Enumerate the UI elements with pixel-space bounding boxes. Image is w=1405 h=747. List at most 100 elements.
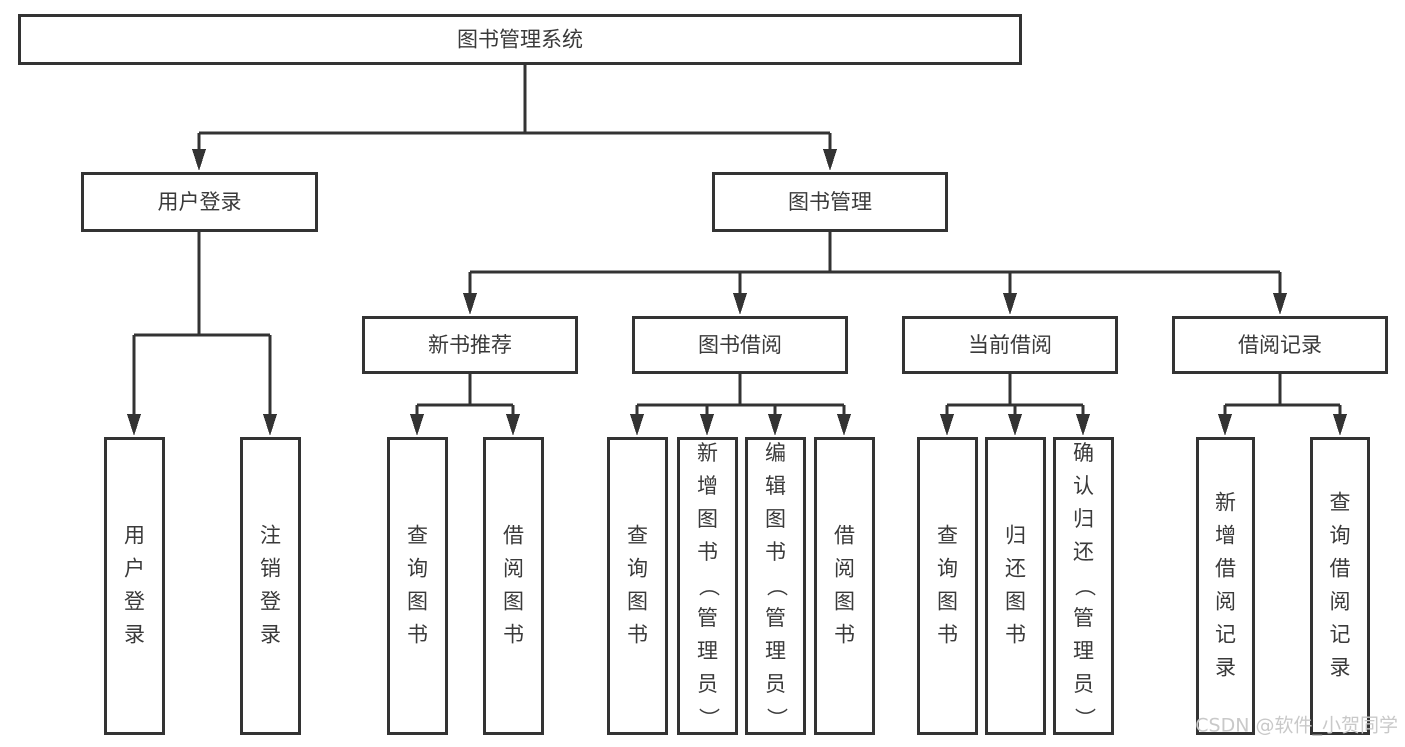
node-box [712,172,948,232]
node-label-char: 辑 [765,474,786,498]
node-box [917,437,978,735]
node-label-char: 阅 [834,557,855,581]
node-label-char: 归 [1073,507,1094,531]
arrow-head-icon [940,414,954,436]
arrow-head-icon [1273,293,1287,315]
node-label-char: 书 [627,623,648,647]
node-label-char: 注 [260,524,281,548]
node-label: 图书借阅 [698,333,782,357]
node-label-char: 阅 [1215,590,1236,614]
node-label-char: 询 [1330,524,1351,548]
node-label: 用户登录 [158,190,242,214]
node-box [81,172,318,232]
node-label-char: 用 [124,524,145,548]
node-box [607,437,668,735]
node-label-char: 销 [260,557,281,581]
arrow-head-icon [1076,414,1090,436]
node-box [18,14,1022,65]
arrow-head-icon [192,149,206,171]
node-label-char: 登 [124,590,145,614]
node-book-borrow[interactable]: 图书借阅 [632,316,848,374]
node-label-char: 管 [765,606,786,630]
node-box [104,437,165,735]
node-label-char: 管 [1073,606,1094,630]
connector-new-book-recommend-to-leaves [410,374,520,436]
node-user-login[interactable]: 用户登录 [81,172,318,232]
node-label-char: 归 [1005,524,1026,548]
node-label: 图书管理 [788,190,872,214]
connector-layer [127,65,1347,436]
node-label-char: 户 [124,557,145,581]
node-label-char: 图 [834,590,855,614]
node-label-char: 借 [1215,557,1236,581]
node-label-char: 录 [124,623,145,647]
node-label-char: 借 [834,524,855,548]
node-label: 新书推荐 [428,333,512,357]
node-box [745,437,806,735]
connector-book-management-to-level2 [463,232,1287,315]
node-borrow-record[interactable]: 借阅记录 [1172,316,1388,374]
arrow-head-icon [1003,293,1017,315]
node-label-char: 阅 [503,557,524,581]
arrow-head-icon [127,414,141,436]
node-current-borrow[interactable]: 当前借阅 [902,316,1118,374]
node-box [483,437,544,735]
node-label-char: ） [765,708,789,729]
node-label-char: 员 [765,672,786,696]
node-label-char: 管 [697,606,718,630]
arrow-head-icon [506,414,520,436]
node-label-char: 新 [697,441,718,465]
watermark-label: CSDN @软件_小贺同学 [1195,715,1398,737]
node-label: 当前借阅 [968,333,1052,357]
connector-root-to-level1 [192,65,837,171]
arrow-head-icon [1008,414,1022,436]
node-label-char: 录 [260,623,281,647]
node-layer: 图书管理系统用户登录图书管理新书推荐图书借阅当前借阅借阅记录用户登录注销登录查询… [18,14,1388,735]
arrow-head-icon [263,414,277,436]
node-label-char: 图 [407,590,428,614]
arrow-head-icon [823,149,837,171]
node-label-char: （ [697,576,721,597]
connector-current-borrow-to-leaves [940,374,1090,436]
node-label-char: 还 [1005,557,1026,581]
node-label-char: 确 [1073,441,1094,465]
arrow-head-icon [1333,414,1347,436]
node-label-char: 图 [503,590,524,614]
node-label-char: 图 [1005,590,1026,614]
node-label-char: 登 [260,590,281,614]
node-label-char: 员 [1073,672,1094,696]
node-book-management[interactable]: 图书管理 [712,172,948,232]
node-box [985,437,1046,735]
leaf-node-leaf-user-login[interactable]: 用户登录 [104,437,165,735]
node-label-char: （ [765,576,789,597]
node-label-char: 书 [503,623,524,647]
node-root[interactable]: 图书管理系统 [18,14,1022,65]
node-label-char: 理 [765,639,786,663]
node-new-book-recommend[interactable]: 新书推荐 [362,316,578,374]
node-label-char: ） [697,708,721,729]
node-label-char: 书 [765,540,786,564]
node-box [1196,437,1255,735]
node-label-char: 书 [697,540,718,564]
arrow-head-icon [1218,414,1232,436]
node-label-char: 理 [1073,639,1094,663]
node-label-char: 员 [697,672,718,696]
node-label-char: 询 [407,557,428,581]
node-box [1310,437,1370,735]
node-label-char: 查 [407,524,428,548]
node-label-char: 编 [765,441,786,465]
